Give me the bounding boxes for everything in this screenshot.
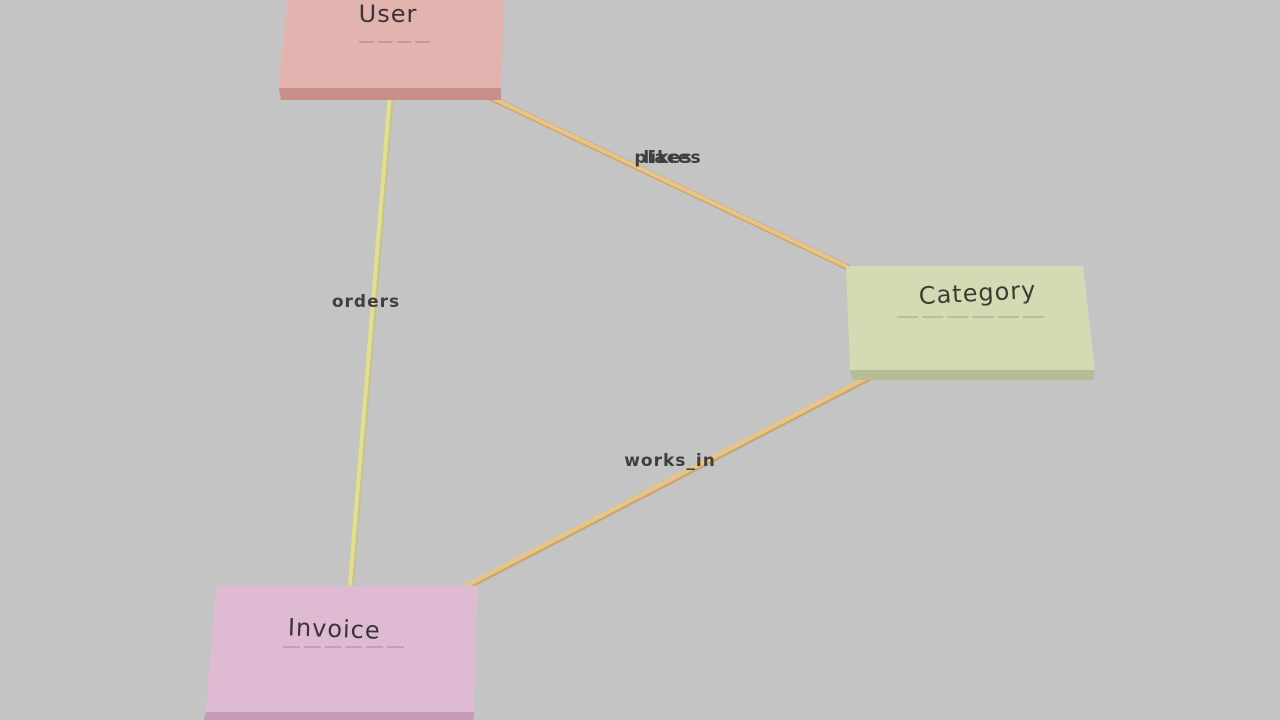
relation-line[interactable] <box>482 92 848 268</box>
entity-invoice[interactable]: Invoice <box>203 586 478 720</box>
relation-label-likes: likes <box>643 148 692 168</box>
entity-title: Category <box>918 276 1037 310</box>
entity-user[interactable]: User <box>279 0 505 100</box>
entity-box[interactable] <box>846 266 1095 370</box>
entity-box-side <box>850 370 1095 380</box>
relation-line[interactable] <box>464 374 872 588</box>
entity-box-side <box>203 712 474 720</box>
relations-layer <box>348 92 874 590</box>
relation-label-places: places <box>634 148 701 168</box>
entity-title: Invoice <box>287 613 381 644</box>
relation-label-works-in: works_in <box>624 451 716 471</box>
relation-line[interactable] <box>348 92 392 586</box>
relation-category-invoice[interactable] <box>464 374 874 590</box>
relation-user-category[interactable] <box>482 92 850 270</box>
entity-box-side <box>279 88 501 100</box>
entity-category[interactable]: Category <box>846 266 1095 380</box>
entity-box[interactable] <box>279 0 505 88</box>
entity-box[interactable] <box>206 586 478 712</box>
relation-label-orders: orders <box>332 292 400 312</box>
relation-user-invoice[interactable] <box>348 92 394 588</box>
entity-title: User <box>359 0 418 28</box>
